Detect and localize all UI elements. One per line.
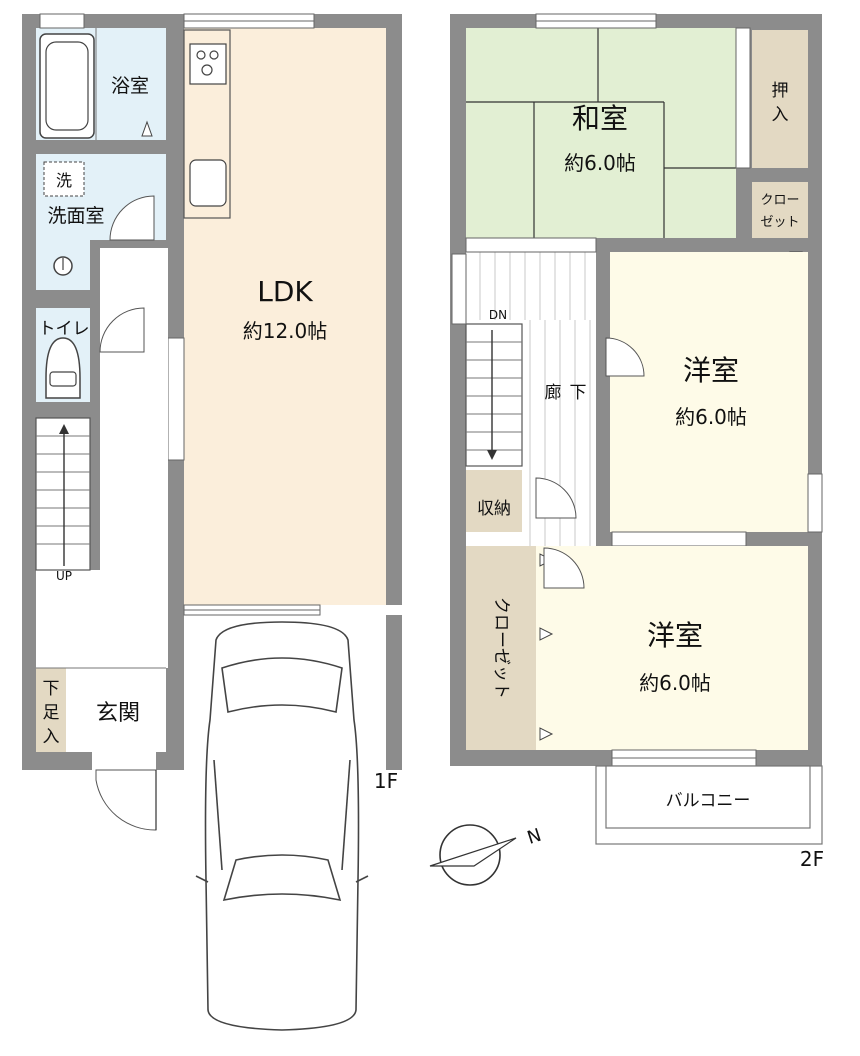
entrance-label: 玄関: [96, 701, 140, 726]
shoe-label-3: 入: [43, 727, 60, 747]
youshitsu-a-room: [610, 252, 808, 532]
hallway-label-1: 廊: [545, 383, 562, 403]
ldk-size-label: 約12.0帖: [243, 319, 328, 343]
youshitsu-a-label: 洋室: [683, 354, 739, 387]
compass-north-label: N: [525, 825, 544, 849]
floor1-label: 1F: [374, 769, 398, 793]
carport-pillar: [386, 615, 402, 760]
storage-closet: [466, 470, 522, 532]
oshiire-label-2: 入: [772, 105, 789, 125]
ldk-label: LDK: [257, 275, 313, 308]
shoe-label-2: 足: [43, 703, 60, 723]
floor-2: [450, 13, 823, 845]
stairs-up-label: UP: [56, 569, 72, 583]
floor-1: [22, 13, 406, 1031]
stairs-down-arrow-icon: [487, 450, 497, 460]
oshiire-label-1: 押: [772, 81, 789, 101]
stairs-2f: [465, 323, 523, 467]
storage-label: 収納: [477, 499, 511, 519]
car-icon: [195, 621, 369, 1031]
small-closet: [752, 182, 808, 238]
washer-label: 洗: [56, 171, 72, 190]
washitsu-room: [466, 28, 736, 238]
washitsu-label: 和室: [572, 102, 628, 135]
balcony-label: バルコニー: [666, 791, 751, 811]
youshitsu-b-label: 洋室: [647, 619, 703, 652]
hallway-label-2: 下: [570, 383, 587, 403]
ldk-side-door: [167, 337, 185, 461]
stove-icon: [189, 43, 227, 85]
bath-window: [39, 13, 85, 29]
tall-closet: [466, 546, 536, 750]
sink-icon: [189, 159, 227, 207]
washitsu-size-label: 約6.0帖: [564, 151, 636, 175]
stairs-dn-label: DN: [489, 308, 507, 322]
toilet-icon: [45, 337, 81, 399]
washroom-label: 洗面室: [47, 205, 104, 227]
youshitsu-b-size-label: 約6.0帖: [639, 671, 711, 695]
oshiire-closet: [752, 30, 808, 168]
stairs-up-arrow-icon: [59, 424, 69, 434]
stairs-1f: [35, 417, 91, 571]
shoe-cabinet: [36, 668, 66, 752]
tatami-lines: [466, 28, 736, 238]
washroom-door: [109, 195, 155, 241]
small-closet-label-2: ゼット: [760, 215, 799, 230]
shoe-label-1: 下: [43, 679, 60, 699]
entrance-door: [92, 752, 156, 770]
floor2-label: 2F: [800, 847, 824, 871]
toilet-door: [99, 307, 145, 353]
washer-space: [43, 161, 85, 197]
bath-label: 浴室: [111, 75, 149, 97]
entrance: [66, 668, 166, 752]
small-closet-label-1: クロー: [760, 193, 799, 208]
youshitsu-a-size-label: 約6.0帖: [675, 405, 747, 429]
bathtub-icon: [39, 33, 95, 139]
compass-icon: [429, 824, 517, 886]
tall-closet-label: クローゼット: [491, 597, 511, 699]
toilet-label: トイレ: [39, 319, 90, 339]
